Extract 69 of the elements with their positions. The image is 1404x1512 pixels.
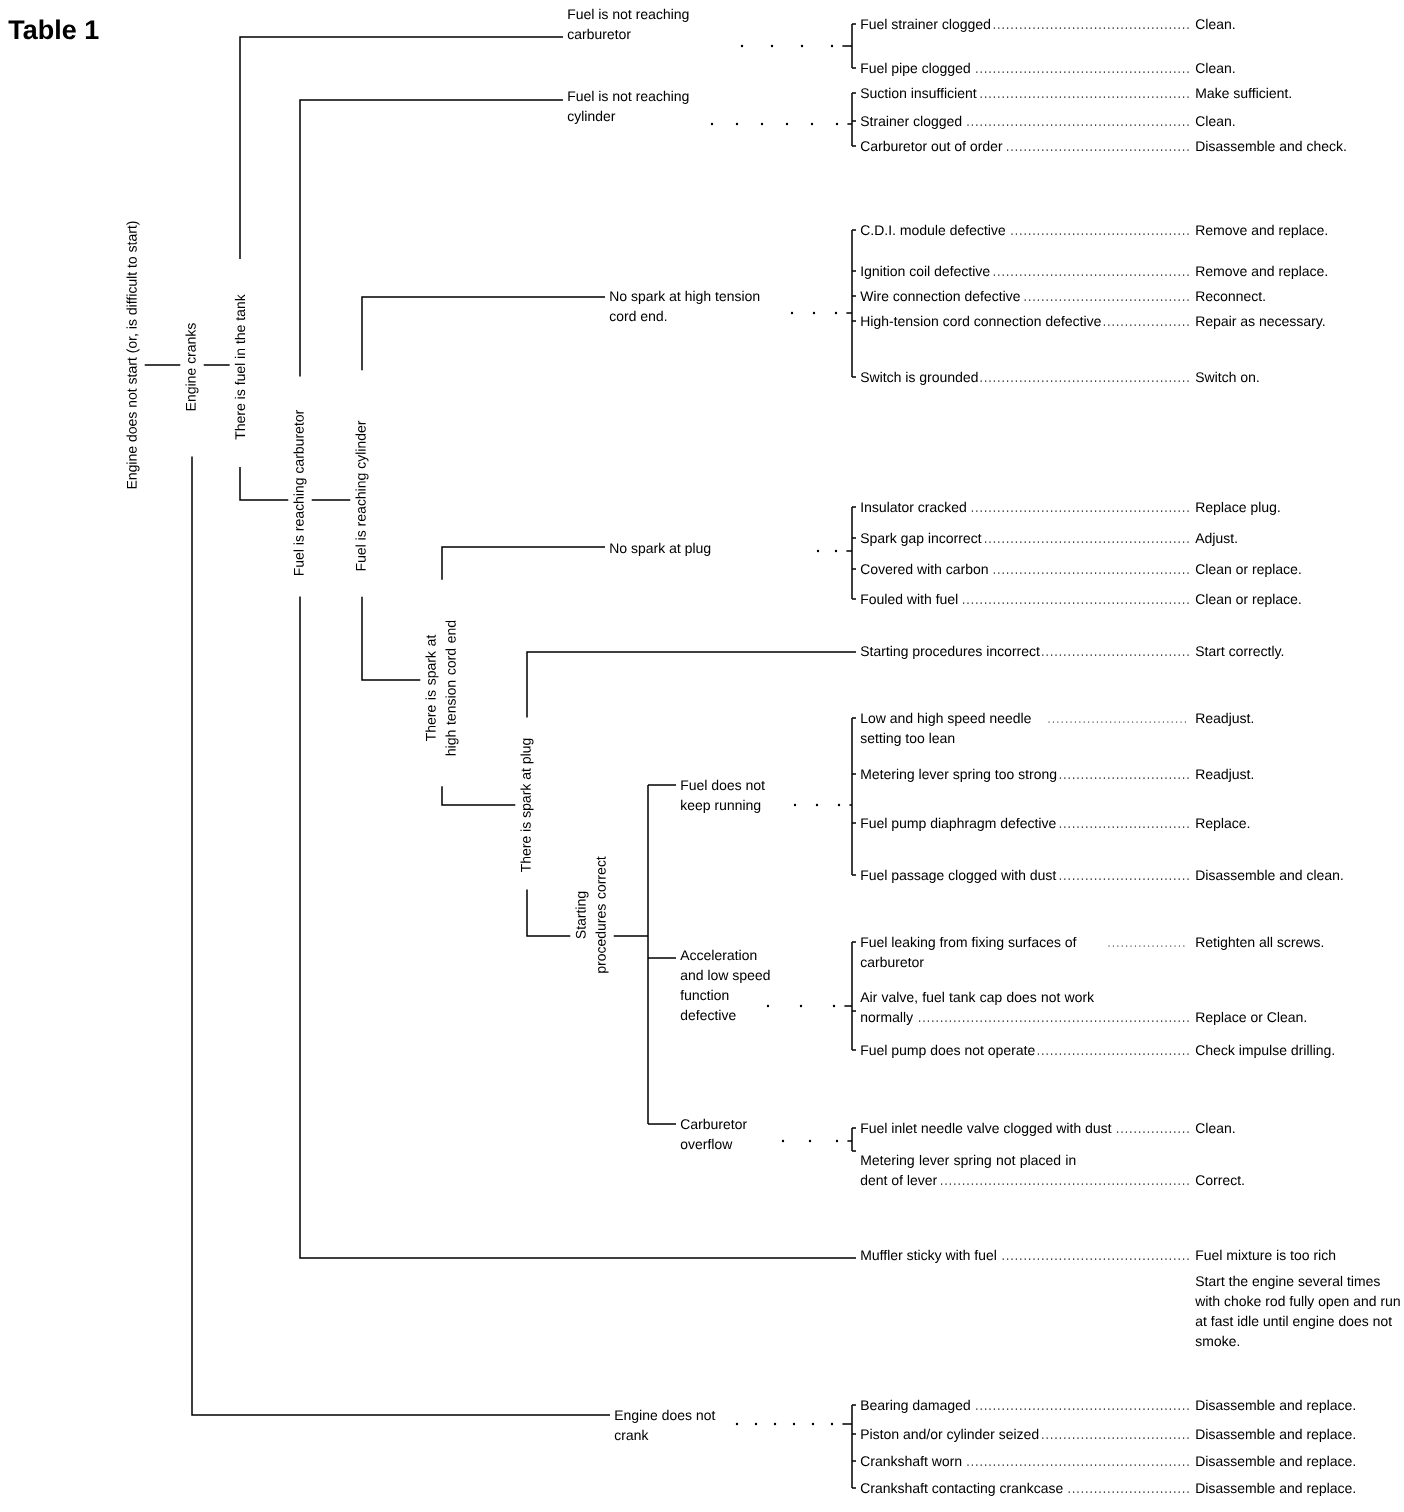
cause-remedy-line: Bearing damaged Disassemble and replace. [861, 1399, 1355, 1413]
bracket-connector [843, 941, 857, 1051]
connector-line [441, 785, 517, 806]
cause-remedy-line: Strainer clogged Clean. [860, 115, 1235, 129]
cause-remedy-line: Low and high speed needle setting too lean Readjust. [860, 712, 1254, 746]
condition-label: Starting procedures correct [575, 856, 609, 973]
cause-remedy-line: High-tension cord connection defective Repair as necessary. [861, 315, 1325, 329]
cause-remedy-line: Crankshaft worn Disassemble and replace. [860, 1455, 1355, 1469]
cause-remedy-line: Fuel pipe clogged Clean. [861, 62, 1235, 76]
cause-remedy-line: Fuel strainer clogged Clean. [861, 18, 1235, 32]
bracket-connector [846, 1127, 857, 1152]
condition-label: Engine cranks [185, 323, 199, 411]
cause-remedy-line: Insulator cracked Replace plug. [861, 501, 1280, 515]
cause-remedy-line: Fuel pump does not operate Check impulse drilling. [861, 1044, 1334, 1058]
cause-remedy-line: Fouled with fuel Clean or replace. [861, 593, 1301, 607]
connector-line [311, 499, 352, 501]
connector-line [361, 595, 422, 681]
cause-remedy-line: C.D.I. module defective Remove and replace. [860, 224, 1327, 238]
bracket-connector [613, 784, 677, 1125]
symptom-label: No spark at plug [610, 542, 838, 556]
bracket-connector [841, 23, 857, 69]
symptom-label: Acceleration and low speed function defective [680, 949, 836, 1021]
cause-remedy-line: Suction insufficient Make sufficient. [860, 87, 1291, 99]
connector-line [239, 36, 564, 260]
cause-remedy-line: Muffler sticky with fuel Fuel mixture is too rich Start the engine several times with choke rod fully open and run at fast idle until engine does not smoke. [861, 1249, 1400, 1347]
connector-line [239, 466, 290, 501]
cause-remedy-line: Metering lever spring not placed in dent of lever Correct. [860, 1154, 1244, 1186]
bracket-connector [841, 1404, 857, 1489]
cause-remedy-line: Ignition coil defective Remove and replace. [861, 265, 1327, 279]
bracket-connector [845, 229, 857, 378]
cause-remedy-line: Fuel pump diaphragm defective Replace. [861, 817, 1250, 831]
symptom-label: No spark at high tension cord end. [609, 290, 838, 322]
symptom-label: Fuel is not reaching cylinder [567, 90, 839, 126]
condition-label: There is spark at high tension cord end [425, 620, 459, 756]
cause-remedy-line: Covered with carbon Clean or replace. [860, 563, 1301, 577]
cause-remedy-line: Fuel passage clogged with dust Disassemble and clean. [861, 869, 1343, 883]
bracket-connector [846, 92, 857, 147]
condition-label: There is fuel in the tank [234, 294, 246, 440]
cause-remedy-line: Crankshaft contacting crankcase Disassemble and replace. [860, 1482, 1355, 1496]
condition-label: There is spark at plug [520, 738, 534, 872]
cause-remedy-line: Fuel leaking from fixing surfaces of carburetor Retighten all screws. [860, 936, 1324, 968]
connector-line [441, 546, 606, 581]
condition-label: Fuel is reaching cylinder [355, 420, 369, 571]
cause-remedy-line: Starting procedures incorrect Start correctly. [860, 645, 1284, 659]
cause-remedy-line: Carburetor out of order Disassemble and check. [860, 140, 1346, 152]
cause-remedy-line: Switch is grounded Switch on. [860, 371, 1259, 385]
connector-line [191, 455, 611, 1416]
condition-label: Engine does not start (or, is difficult to start) [126, 221, 140, 489]
cause-remedy-line: Fuel inlet needle valve clogged with dust Clean. [861, 1122, 1235, 1136]
connector-line [299, 595, 857, 1259]
cause-remedy-line: Piston and/or cylinder seized Disassemble and replace. [861, 1428, 1355, 1442]
connector-line [202, 364, 231, 366]
symptom-label: Carburetor overflow [680, 1118, 839, 1150]
connector-line [526, 888, 572, 937]
symptom-label: Fuel is not reaching carburetor [567, 8, 834, 48]
connector-line [361, 296, 606, 372]
cause-remedy-line: Air valve, fuel tank cap does not work normally Replace or Clean. [860, 991, 1306, 1025]
cause-remedy-line: Spark gap incorrect Adjust. [860, 532, 1237, 546]
cause-remedy-line: Metering lever spring too strong Readjust. [861, 768, 1254, 782]
connector-line [299, 99, 564, 378]
condition-label: Fuel is reaching carburetor [293, 410, 307, 576]
bracket-connector [848, 717, 857, 876]
connector-line [143, 364, 182, 366]
symptom-label: Fuel does not keep running [681, 779, 841, 813]
bracket-connector [845, 506, 857, 600]
table-title: Table 1 [8, 19, 99, 40]
symptom-label: Engine does not crank [614, 1409, 834, 1441]
cause-remedy-line: Wire connection defective Reconnect. [860, 290, 1265, 302]
connector-line [526, 651, 857, 719]
